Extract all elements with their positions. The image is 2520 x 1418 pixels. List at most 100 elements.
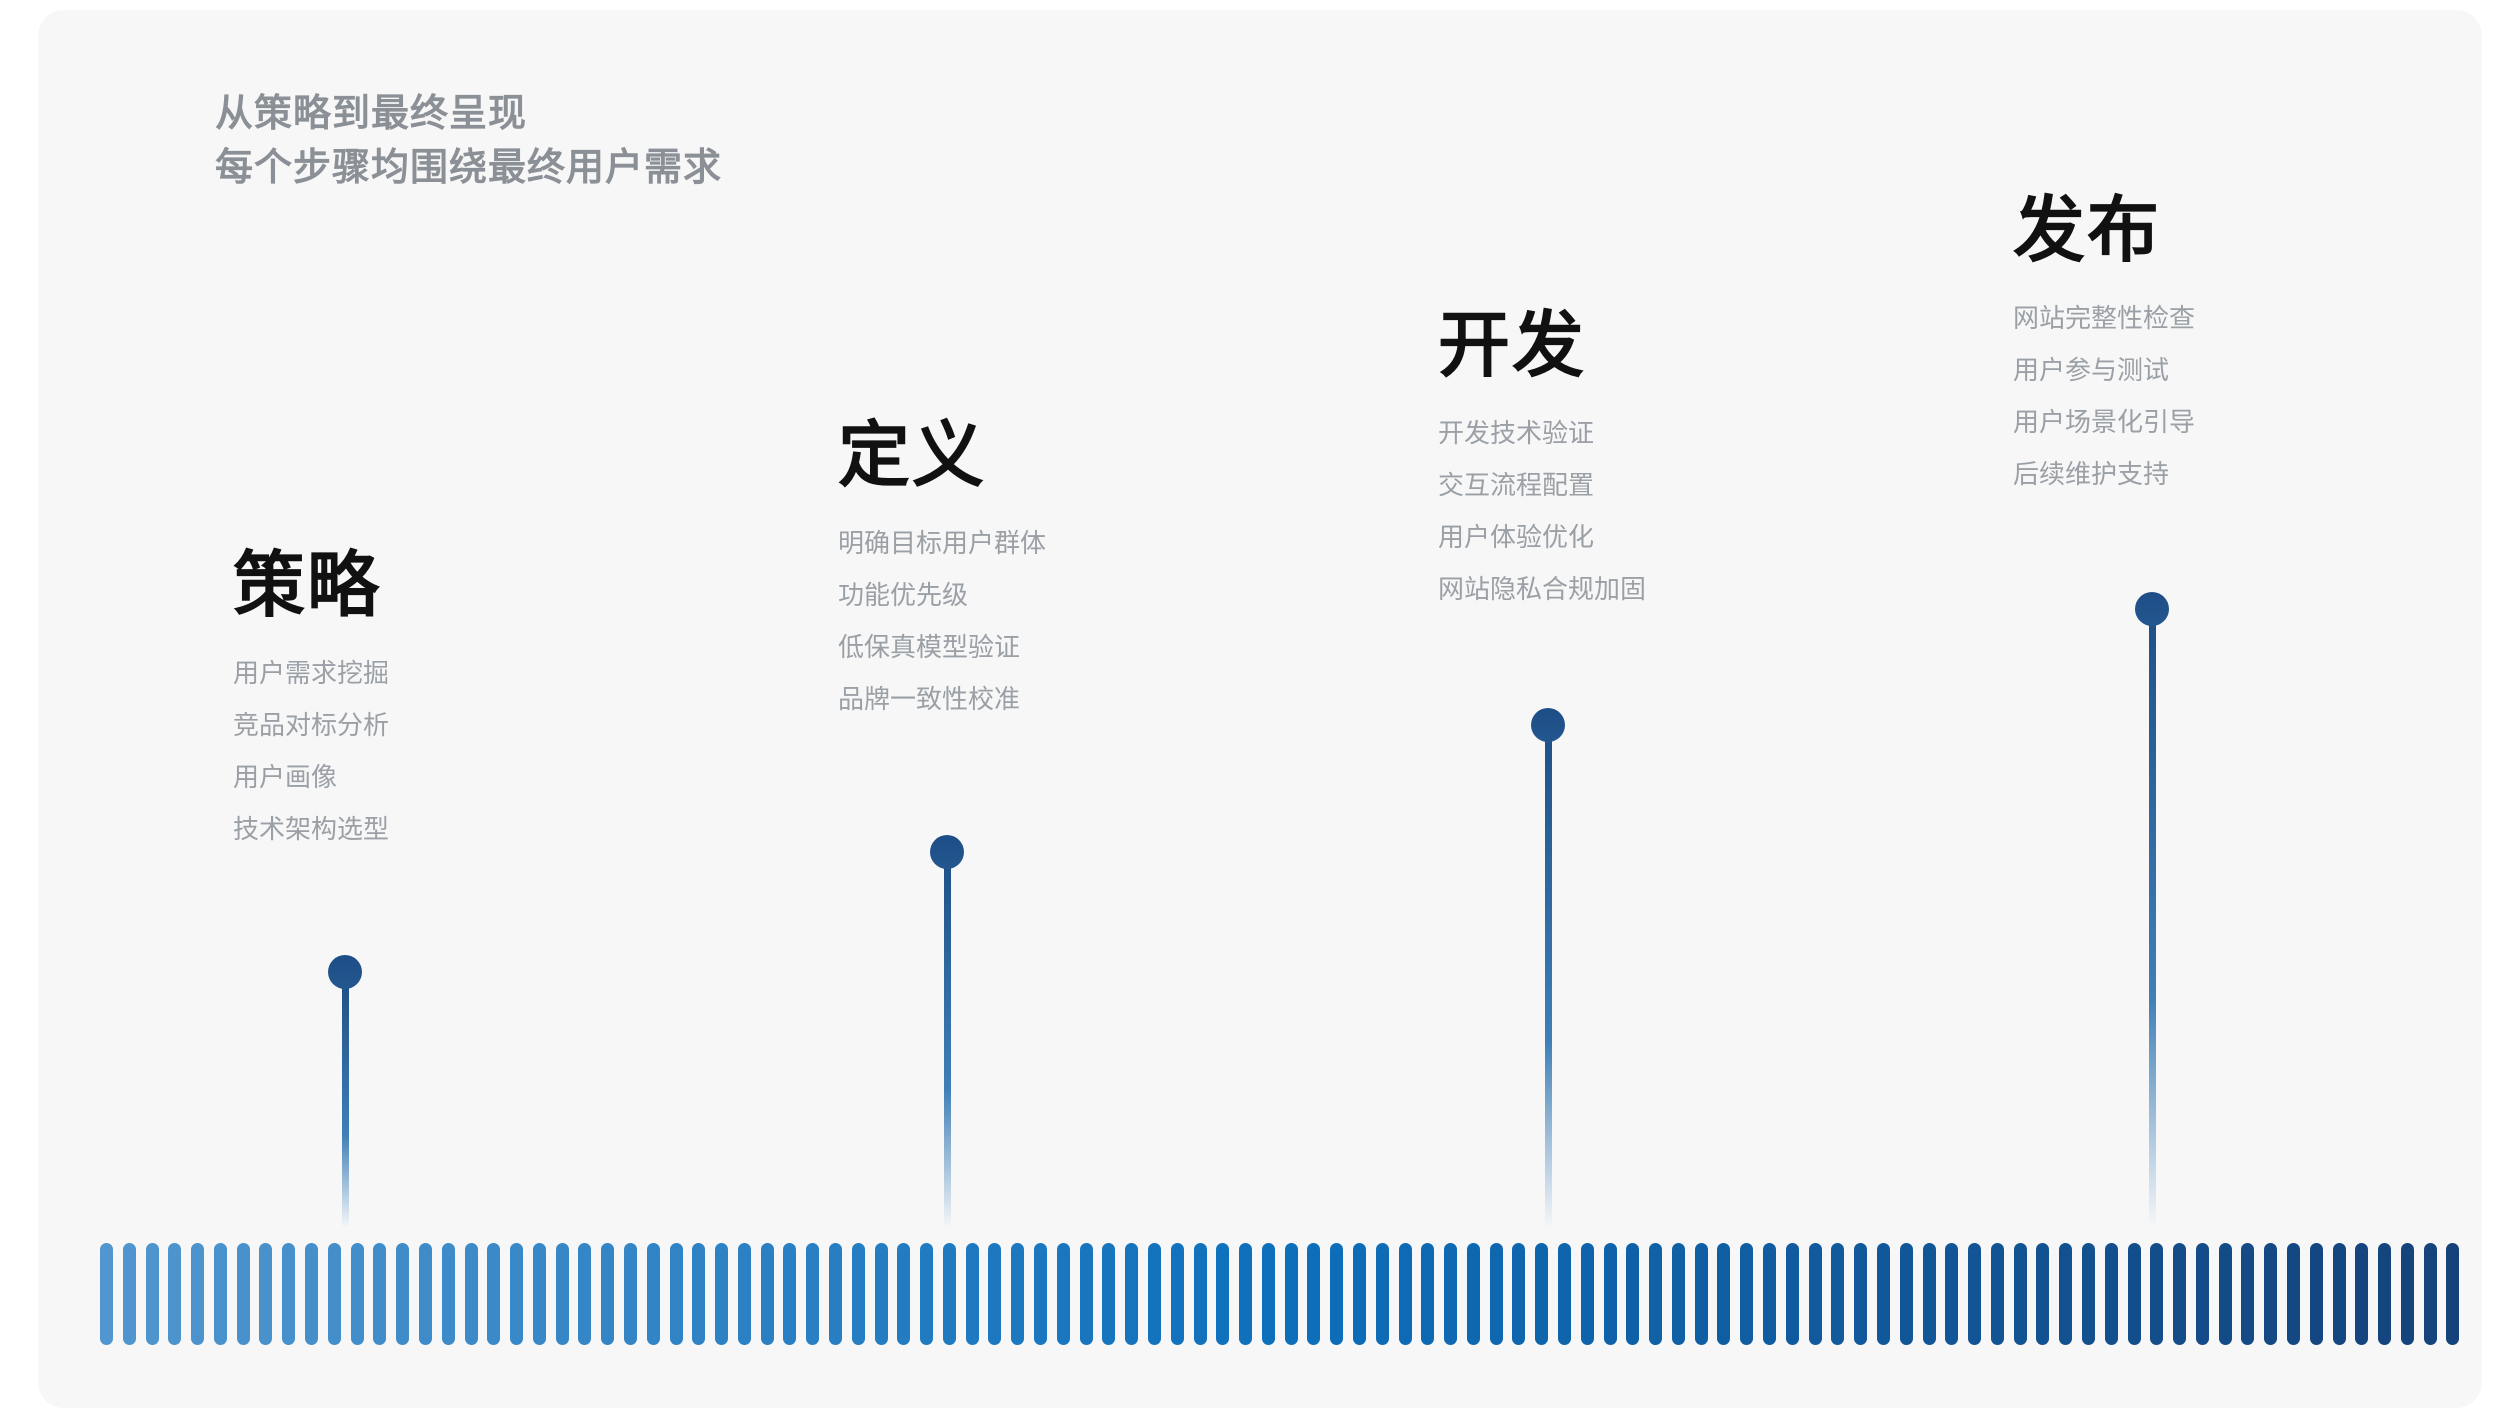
timeline-bar [1330,1243,1344,1345]
timeline-bar [806,1243,820,1345]
stage-title: 开发 [1438,306,1587,386]
timeline-bar [1170,1243,1184,1345]
timeline-bar-strip [100,1243,2460,1345]
marker-stem [341,983,349,1228]
timeline-bar [1649,1243,1663,1345]
timeline-bar [418,1243,432,1345]
infographic-canvas: 从策略到最终呈现 每个步骤均围绕最终用户需求 策略 用户需求挖掘 竞品对标分析 … [38,10,2482,1408]
heading-line-1: 从策略到最终呈现 [215,93,528,135]
timeline-bar [2241,1243,2255,1345]
timeline-bar [2127,1243,2141,1345]
timeline-bar [851,1243,865,1345]
timeline-bar [464,1243,478,1345]
stage-item: 功能优先级 [838,580,969,610]
timeline-bar [988,1243,1002,1345]
timeline-bar [942,1243,956,1345]
timeline-bar [601,1243,615,1345]
timeline-bar [2059,1243,2073,1345]
timeline-bar [1239,1243,1253,1345]
timeline-bar [1489,1243,1503,1345]
timeline-bar [1945,1243,1959,1345]
timeline-bar [1671,1243,1685,1345]
stage-item: 用户体验优化 [1438,522,1595,552]
timeline-bar [327,1243,341,1345]
marker-stem [1544,736,1552,1228]
stage-item-list: 明确目标用户群体 功能优先级 低保真模型验证 品牌一致性校准 [838,530,1046,712]
stage-item: 用户参与测试 [2013,355,2170,385]
timeline-bar [1421,1243,1435,1345]
timeline-bar [715,1243,729,1345]
page-heading: 从策略到最终呈现 每个步骤均围绕最终用户需求 [215,88,722,196]
timeline-bar [168,1243,182,1345]
timeline-bar [213,1243,227,1345]
marker-stem [943,863,951,1228]
timeline-bar [1876,1243,1890,1345]
timeline-bar [305,1243,319,1345]
stage-item-list: 网站完整性检查 用户参与测试 用户场景化引导 后续维护支持 [2013,305,2195,487]
timeline-bar [2446,1243,2460,1345]
timeline-bar [373,1243,387,1345]
timeline-bar [874,1243,888,1345]
timeline-bar [1899,1243,1913,1345]
timeline-bar [1535,1243,1549,1345]
timeline-marker[interactable] [1528,708,1568,1228]
timeline-bar [1990,1243,2004,1345]
stage-item: 用户画像 [233,762,338,792]
timeline-bar [2013,1243,2027,1345]
timeline-bar [1763,1243,1777,1345]
timeline-bar [191,1243,205,1345]
timeline-bar [2081,1243,2095,1345]
timeline-bar [829,1243,842,1345]
timeline-marker[interactable] [2132,592,2172,1228]
marker-dot-icon [1531,708,1565,742]
stage-title: 发布 [2013,191,2162,271]
timeline-bar [1147,1243,1161,1345]
stage-column-release: 发布 网站完整性检查 用户参与测试 用户场景化引导 后续维护支持 [2013,195,2195,487]
timeline-bar [783,1243,797,1345]
timeline-bar [1079,1243,1093,1345]
stage-item: 用户需求挖掘 [233,658,390,688]
timeline-bar [1261,1243,1275,1345]
timeline-bar [1466,1243,1480,1345]
timeline-bar [282,1243,296,1345]
timeline-bar [1740,1243,1754,1345]
timeline-bar [2173,1243,2187,1345]
timeline-bar [692,1243,706,1345]
stage-item: 后续维护支持 [2013,459,2170,489]
stage-item-list: 开发技术验证 交互流程配置 用户体验优化 网站隐私合规加固 [1438,420,1646,602]
timeline-bar [1831,1243,1845,1345]
stage-column-develop: 开发 开发技术验证 交互流程配置 用户体验优化 网站隐私合规加固 [1438,310,1646,602]
timeline-bar [1375,1243,1389,1345]
timeline-bar [2218,1243,2232,1345]
timeline-bar [2287,1243,2300,1345]
timeline-bar [2423,1243,2437,1345]
stage-item: 明确目标用户群体 [838,528,1047,558]
marker-dot-icon [930,835,964,869]
stage-title: 策略 [233,546,382,626]
timeline-bar [2264,1243,2278,1345]
timeline-bar [122,1243,136,1345]
timeline-bar [1125,1243,1139,1345]
heading-line-2: 每个步骤均围绕最终用户需求 [215,146,723,189]
stage-item: 用户场景化引导 [2013,407,2196,437]
timeline-bar [1034,1243,1048,1345]
timeline-bar [897,1243,911,1345]
timeline-bar [350,1243,364,1345]
timeline-bar [623,1243,637,1345]
timeline-bar [646,1243,660,1345]
timeline-bar [236,1243,250,1345]
timeline-bar [965,1243,979,1345]
timeline-bar [1056,1243,1070,1345]
marker-stem [2148,620,2156,1228]
timeline-bar [1694,1243,1708,1345]
timeline-bar [669,1243,683,1345]
timeline-marker[interactable] [927,835,967,1228]
timeline-bar [1512,1243,1526,1345]
timeline-bar [1398,1243,1412,1345]
timeline-bar [396,1243,410,1345]
timeline-bar [1785,1243,1799,1345]
timeline-bar [1102,1243,1116,1345]
timeline-bar [2355,1243,2369,1345]
timeline-marker[interactable] [325,955,365,1228]
